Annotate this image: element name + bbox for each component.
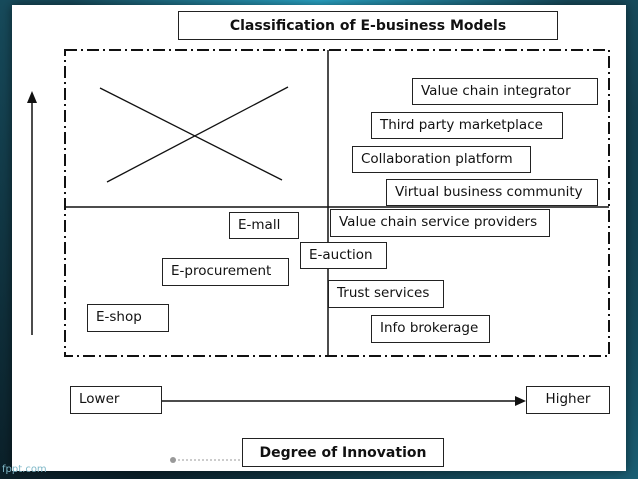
model-e-mall: E-mall xyxy=(229,212,299,239)
model-trust-services: Trust services xyxy=(328,280,444,308)
model-e-auction: E-auction xyxy=(300,242,387,269)
model-e-procurement: E-procurement xyxy=(162,258,289,286)
watermark: fppt.com xyxy=(2,464,47,475)
model-third-party-marketplace: Third party marketplace xyxy=(371,112,563,139)
footer-title: Degree of Innovation xyxy=(242,438,444,467)
axis-lower-label: Lower xyxy=(70,386,162,414)
model-collaboration-platform: Collaboration platform xyxy=(352,146,531,173)
horizontal-arrowhead xyxy=(515,396,526,406)
vertical-arrowhead xyxy=(27,91,37,103)
model-virtual-business-community: Virtual business community xyxy=(386,179,598,206)
model-value-chain-integrator: Value chain integrator xyxy=(412,78,598,105)
footer-connector-dot xyxy=(170,457,176,463)
diagram-lines xyxy=(27,49,610,463)
diagram-title: Classification of E-business Models xyxy=(178,11,558,40)
axis-higher-label: Higher xyxy=(526,386,610,414)
cross-line-2 xyxy=(106,86,289,183)
model-info-brokerage: Info brokerage xyxy=(371,315,490,343)
slide: Classification of E-business Models Valu… xyxy=(12,5,626,471)
model-value-chain-service-providers: Value chain service providers xyxy=(330,209,550,237)
quadrant-frame xyxy=(64,49,610,357)
cross-line-1 xyxy=(99,87,283,181)
model-e-shop: E-shop xyxy=(87,304,169,332)
